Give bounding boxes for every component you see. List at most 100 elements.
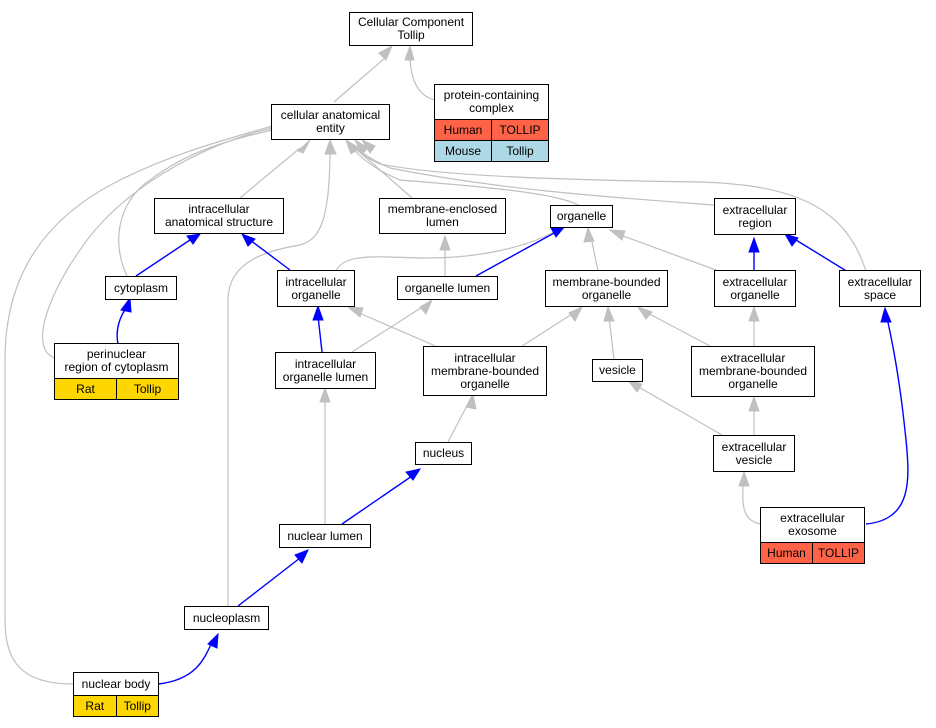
- edge-pcc-root: [409, 57, 436, 101]
- node-extracellular-organelle[interactable]: extracellular organelle: [714, 270, 796, 307]
- node-organelle[interactable]: organelle: [550, 205, 613, 228]
- annotation-row-human: Human TOLLIP: [435, 119, 548, 140]
- node-nuclear-lumen[interactable]: nuclear lumen: [279, 524, 371, 548]
- gene-cell: TOLLIP: [491, 120, 548, 140]
- edge-iol-io: [317, 315, 323, 353]
- node-label-line: organelle: [728, 377, 778, 391]
- node-label-line: exosome: [788, 524, 837, 538]
- arrowhead-blue-exs: [880, 306, 892, 323]
- arrowhead-blue-ias-a: [186, 233, 202, 245]
- node-intracellular-organelle[interactable]: intracellular organelle: [277, 270, 355, 307]
- arrowhead-io: [346, 306, 364, 318]
- node-label-line: organelle lumen: [404, 280, 491, 295]
- arrowhead-mbo-a: [568, 305, 584, 322]
- arrowhead-cae-3: [324, 138, 337, 155]
- edge-embo-mbo: [639, 308, 711, 347]
- edge-exs-cae: [353, 147, 867, 272]
- edge-cyt-ias: [135, 239, 191, 277]
- edge-prc-cyt: [116, 305, 129, 345]
- node-nucleus[interactable]: nucleus: [415, 442, 472, 465]
- species-cell: Rat: [85, 699, 105, 713]
- arrowhead-exv: [738, 470, 750, 487]
- node-label-line: nuclear lumen: [287, 528, 363, 543]
- edge-ias-cae: [239, 147, 301, 199]
- node-membrane-bounded-organelle[interactable]: membrane-bounded organelle: [545, 270, 668, 307]
- node-nucleoplasm[interactable]: nucleoplasm: [184, 606, 269, 630]
- node-header: extracellular exosome: [761, 508, 864, 542]
- arrowhead-blue-cyt: [120, 296, 132, 313]
- node-label-line: membrane-bounded: [552, 274, 661, 289]
- node-label-line: organelle: [730, 287, 780, 302]
- arrowhead-cae-4: [345, 138, 360, 155]
- arrowhead-ves: [626, 379, 643, 393]
- node-label-line: vesicle: [735, 452, 773, 467]
- node-vesicle[interactable]: vesicle: [592, 359, 643, 382]
- arrowhead-blue-np: [207, 632, 219, 649]
- arrowhead-embo: [748, 395, 760, 412]
- node-perinuclear-region-of-cytoplasm[interactable]: perinuclear region of cytoplasm Rat Toll…: [54, 343, 179, 400]
- arrowhead-org-a: [583, 226, 595, 243]
- node-cellular-anatomical-entity[interactable]: cellular anatomical entity: [271, 104, 390, 140]
- node-label-line: cellular anatomical: [280, 108, 381, 122]
- arrowhead-cae-5: [353, 138, 369, 155]
- node-header: protein-containing complex: [435, 85, 548, 119]
- node-extracellular-membrane-bounded-organelle[interactable]: extracellular membrane-bounded organelle: [691, 346, 815, 397]
- node-label-line: extracellular: [722, 202, 788, 217]
- node-label-line: extracellular: [722, 274, 788, 289]
- node-protein-containing-complex[interactable]: protein-containing complex Human TOLLIP …: [434, 84, 549, 162]
- node-label-line: region of cytoplasm: [64, 360, 169, 374]
- node-label-line: complex: [469, 101, 514, 115]
- edge-exs-exr: [795, 239, 849, 273]
- node-label-line: membrane-enclosed: [387, 202, 498, 216]
- node-label-line: extracellular: [780, 511, 845, 525]
- arrowhead-blue-nl: [294, 549, 309, 564]
- edge-exv-ves: [629, 381, 723, 436]
- arrowhead-blue-ias-b: [240, 233, 256, 247]
- annotation-row-mouse: Mouse Tollip: [435, 140, 548, 161]
- gene-cell: Tollip: [116, 379, 178, 399]
- node-label-line: membrane-bounded: [698, 364, 808, 378]
- node-label-line: entity: [316, 121, 345, 135]
- node-label-line: intracellular: [188, 202, 250, 216]
- node-intracellular-membrane-bounded-organelle[interactable]: intracellular membrane-bounded organelle: [423, 346, 547, 396]
- node-label-line: space: [863, 287, 897, 302]
- node-nuclear-body[interactable]: nuclear body Rat Tollip: [73, 672, 159, 717]
- edge-exm-exs: [865, 317, 909, 525]
- edge-nb-np: [157, 641, 213, 685]
- arrowhead-mel: [439, 234, 451, 251]
- node-label-line: region: [738, 215, 772, 230]
- arrowhead-iol: [319, 386, 331, 403]
- node-intracellular-organelle-lumen[interactable]: intracellular organelle lumen: [275, 352, 376, 389]
- arrowhead-org-b: [608, 229, 626, 241]
- node-extracellular-exosome[interactable]: extracellular exosome Human TOLLIP: [760, 507, 865, 564]
- arrowhead-ol: [419, 298, 434, 315]
- node-extracellular-region[interactable]: extracellular region: [714, 198, 796, 235]
- node-label-line: protein-containing: [443, 88, 540, 102]
- node-label-line: organelle: [291, 287, 341, 302]
- edge-io-ias: [249, 239, 291, 271]
- annotation-row-human: Human TOLLIP: [761, 542, 864, 563]
- node-extracellular-vesicle[interactable]: extracellular vesicle: [713, 435, 795, 472]
- arrowhead-blue-exr-a: [748, 236, 760, 253]
- node-cellular-component-root[interactable]: Cellular Component Tollip: [349, 12, 473, 46]
- arrowhead-cae-2: [297, 139, 311, 154]
- node-label-line: Cellular Component: [357, 15, 465, 29]
- edge-prc-cae: [41, 127, 273, 359]
- node-label-line: vesicle: [599, 363, 636, 377]
- gene-cell: TOLLIP: [812, 543, 864, 563]
- node-label-line: nucleus: [422, 446, 465, 460]
- node-label-line: organelle lumen: [282, 369, 369, 384]
- arrowhead-blue-io: [312, 304, 324, 321]
- node-label-line: membrane-bounded: [430, 363, 540, 378]
- edge-io-org: [333, 231, 555, 277]
- node-cytoplasm[interactable]: cytoplasm: [105, 276, 177, 300]
- arrowhead-mbo-b: [603, 305, 615, 322]
- species-cell: Human: [767, 546, 806, 560]
- node-membrane-enclosed-lumen[interactable]: membrane-enclosed lumen: [379, 198, 506, 234]
- node-extracellular-space[interactable]: extracellular space: [839, 270, 921, 307]
- node-header: nuclear body: [74, 673, 158, 695]
- node-label-line: extracellular: [847, 274, 913, 289]
- node-intracellular-anatomical-structure[interactable]: intracellular anatomical structure: [154, 198, 284, 234]
- node-organelle-lumen[interactable]: organelle lumen: [397, 276, 498, 300]
